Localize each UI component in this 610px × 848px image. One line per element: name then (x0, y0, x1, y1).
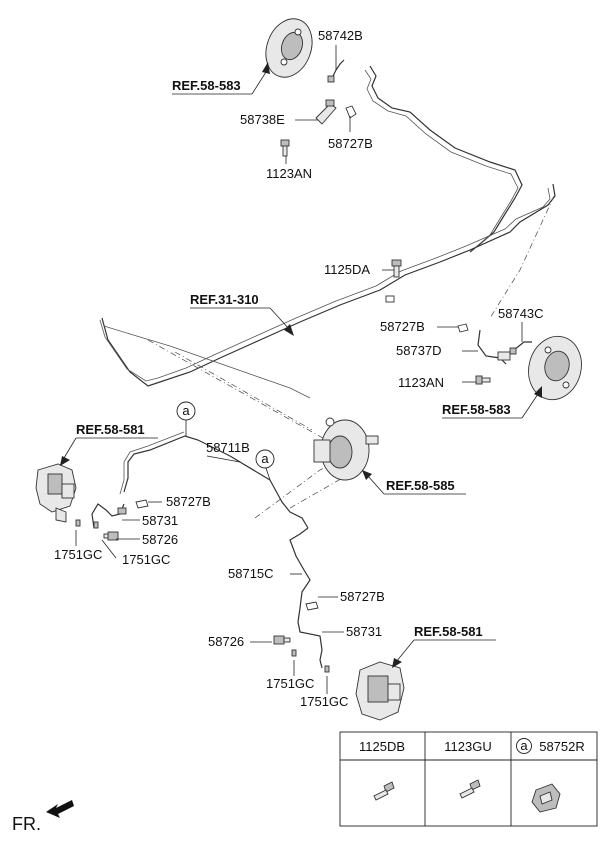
bracket-58737D (477, 329, 511, 365)
table-header-58752R: 58752R (539, 739, 585, 754)
part-labels: 58742B 58738E 58727B 1123AN 1125DA 58727… (54, 28, 544, 709)
table-header-1125DB: 1125DB (359, 739, 405, 754)
hose-58731-left (91, 503, 127, 529)
label-58727B-mid: 58727B (380, 319, 425, 334)
front-left-caliper (35, 463, 77, 523)
clip-58727B-low (305, 601, 319, 611)
label-58726-left: 58726 (142, 532, 178, 547)
front-label: FR. (12, 814, 41, 834)
front-arrow-icon (46, 800, 74, 818)
rear-right-backing-plate (528, 335, 582, 401)
label-1751GC-b: 1751GC (122, 552, 170, 567)
label-1125DA: 1125DA (324, 262, 370, 277)
hose-58742B (327, 59, 345, 83)
front-pipe-58711B (119, 431, 309, 571)
label-58726-low: 58726 (208, 634, 244, 649)
label-1751GC-d: 1751GC (300, 694, 348, 709)
ref-31-310[interactable]: REF.31-310 (190, 292, 259, 307)
clip-58727B-left (135, 499, 149, 509)
bolt-1123AN-top (280, 139, 290, 157)
label-1751GC-a: 1751GC (54, 547, 102, 562)
label-58727B-left: 58727B (166, 494, 211, 509)
clip-58727B-mid (457, 323, 469, 333)
ref-labels: REF.58-583 REF.31-310 REF.58-583 REF.58-… (76, 78, 511, 639)
label-1751GC-c: 1751GC (266, 676, 314, 691)
bleeder-1751GC-low (291, 649, 330, 673)
label-1123AN-mid: 1123AN (398, 375, 444, 390)
callout-a-text: a (261, 451, 269, 466)
clip-58727B-top (345, 105, 357, 119)
bracket-58738E (315, 99, 337, 125)
main-brake-pipes (99, 65, 556, 519)
ref-58-583-right[interactable]: REF.58-583 (442, 402, 511, 417)
label-58743C: 58743C (498, 306, 544, 321)
bolt-58726-low (273, 635, 291, 645)
label-1123AN-top: 1123AN (266, 166, 312, 181)
bolt-1123GU-icon (459, 779, 481, 799)
front-pipe-58715C (297, 569, 323, 669)
bleeder-1751GC-left (75, 519, 99, 529)
hose-58743C (509, 341, 532, 355)
label-58737D: 58737D (396, 343, 442, 358)
label-58727B-top: 58727B (328, 136, 373, 151)
clip-58752R-icon (531, 783, 561, 813)
front-right-caliper (355, 661, 405, 721)
bolt-1125DB-icon (373, 781, 395, 801)
rear-left-backing-plate (265, 18, 313, 78)
callout-a-2: a (255, 449, 275, 469)
bolt-58726-left (103, 531, 119, 541)
table-callout-a: a (520, 738, 528, 753)
bolt-1123AN-mid (475, 375, 491, 385)
ref-arrows (60, 62, 542, 668)
ref-58-583-top[interactable]: REF.58-583 (172, 78, 241, 93)
parts-table: 1125DB 1123GU a 58752R (339, 731, 598, 827)
table-callout-circle (516, 738, 532, 754)
label-58727B-low: 58727B (340, 589, 385, 604)
label-58711B: 58711B (206, 440, 250, 455)
label-58742B: 58742B (318, 28, 363, 43)
label-58715C: 58715C (228, 566, 274, 581)
front-direction-indicator: FR. (12, 800, 74, 834)
callout-a-1: a (176, 401, 196, 421)
pipe-clip-mid (385, 295, 395, 303)
bolt-1125DA (391, 259, 402, 278)
callout-a-text: a (182, 403, 190, 418)
ref-58-581-low[interactable]: REF.58-581 (414, 624, 483, 639)
label-58738E: 58738E (240, 112, 285, 127)
label-58731-low: 58731 (346, 624, 382, 639)
leader-lines (75, 45, 523, 694)
ref-58-585[interactable]: REF.58-585 (386, 478, 455, 493)
table-header-1123GU: 1123GU (444, 739, 491, 754)
label-58731-left: 58731 (142, 513, 178, 528)
ref-58-581-left[interactable]: REF.58-581 (76, 422, 145, 437)
brake-booster (313, 417, 379, 481)
